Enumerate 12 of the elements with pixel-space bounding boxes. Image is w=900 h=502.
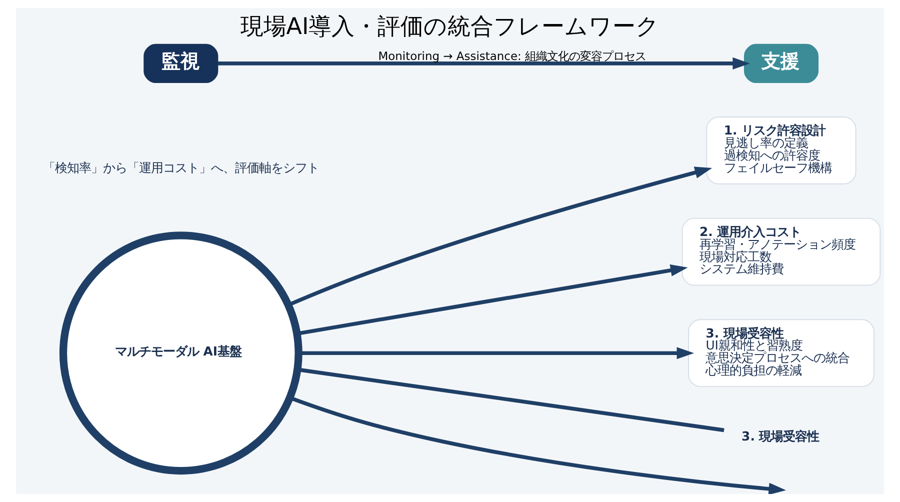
node-circle: マルチモーダル AI基盤	[59, 232, 302, 475]
node-box: 3. 現場受容性 UI親和性と習熟度 意思決定プロセスへの統合 心理的負担の軽減	[688, 319, 874, 388]
node-text: 3. 現場受容性	[742, 428, 820, 444]
node-box: 2. 運用介入コスト 再学習・アノテーション頻度 現場対応工数 システム維持費	[682, 218, 881, 286]
arrow	[218, 57, 750, 70]
node-box: 監視	[144, 44, 218, 84]
node-box: 1. リスク許容設計 見逃し率の定義 過検知への許容度 フェイルセーフ機構	[706, 116, 856, 184]
edge-label: Monitoring → Assistance: 組織文化の変容プロセス	[378, 49, 646, 64]
label: 「検知率」から「運用コスト」へ、評価軸をシフト	[42, 160, 319, 175]
node-box: 支援	[744, 44, 819, 84]
diagram-title: 現場AI導入・評価の統合フレームワーク	[240, 14, 660, 40]
arrow	[288, 166, 712, 307]
